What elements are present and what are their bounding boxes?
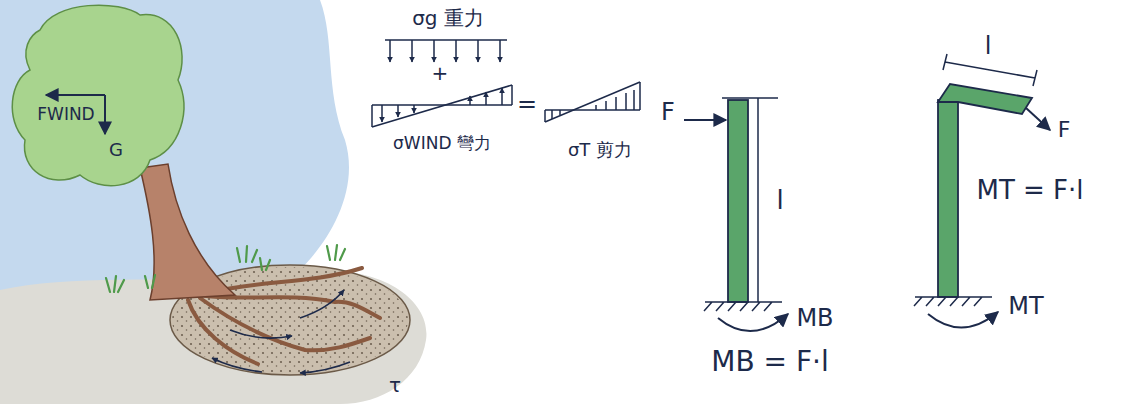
column	[728, 100, 748, 302]
shear-arrow	[300, 290, 344, 318]
ground-hatch	[704, 302, 782, 311]
tree-canopy	[12, 5, 184, 186]
force-label: F	[661, 99, 675, 125]
shear-arrow	[212, 358, 262, 372]
formula: MB = F·l	[711, 347, 828, 378]
force-label: F	[1058, 118, 1071, 142]
formula: MT = F·l	[976, 176, 1083, 205]
length-label: l	[985, 33, 992, 59]
column	[938, 100, 958, 297]
moment-label: MT	[1008, 293, 1043, 319]
moment-label: MB	[796, 305, 833, 331]
total-stress	[545, 82, 640, 122]
bending-stress	[372, 85, 512, 127]
wind-force-arrow	[46, 94, 105, 96]
sky-wash	[0, 0, 349, 300]
weight-arrow	[104, 95, 106, 134]
grass	[106, 245, 345, 292]
stress-label: σWIND 彎力	[393, 134, 491, 153]
force-label: G	[109, 140, 123, 160]
bracket-arm	[938, 84, 1032, 114]
force-label: FWIND	[37, 105, 94, 124]
column-top	[722, 97, 778, 99]
operator-sign: +	[432, 62, 449, 84]
moment-arrow	[718, 314, 788, 331]
gravity-stress	[385, 40, 507, 62]
length-label: l	[776, 186, 783, 215]
column-outline	[757, 98, 759, 302]
force-arrow	[684, 119, 726, 121]
stress-label: σT 剪力	[568, 140, 632, 160]
shear-arrow	[300, 362, 350, 373]
stress-label: τ	[389, 374, 401, 396]
moment-arrow	[928, 312, 998, 328]
ground-hatch	[914, 297, 992, 306]
force-arrow	[1026, 108, 1050, 130]
shear-arrow	[230, 330, 292, 338]
operator-sign: =	[517, 91, 537, 117]
stress-label: σg 重力	[412, 7, 484, 29]
